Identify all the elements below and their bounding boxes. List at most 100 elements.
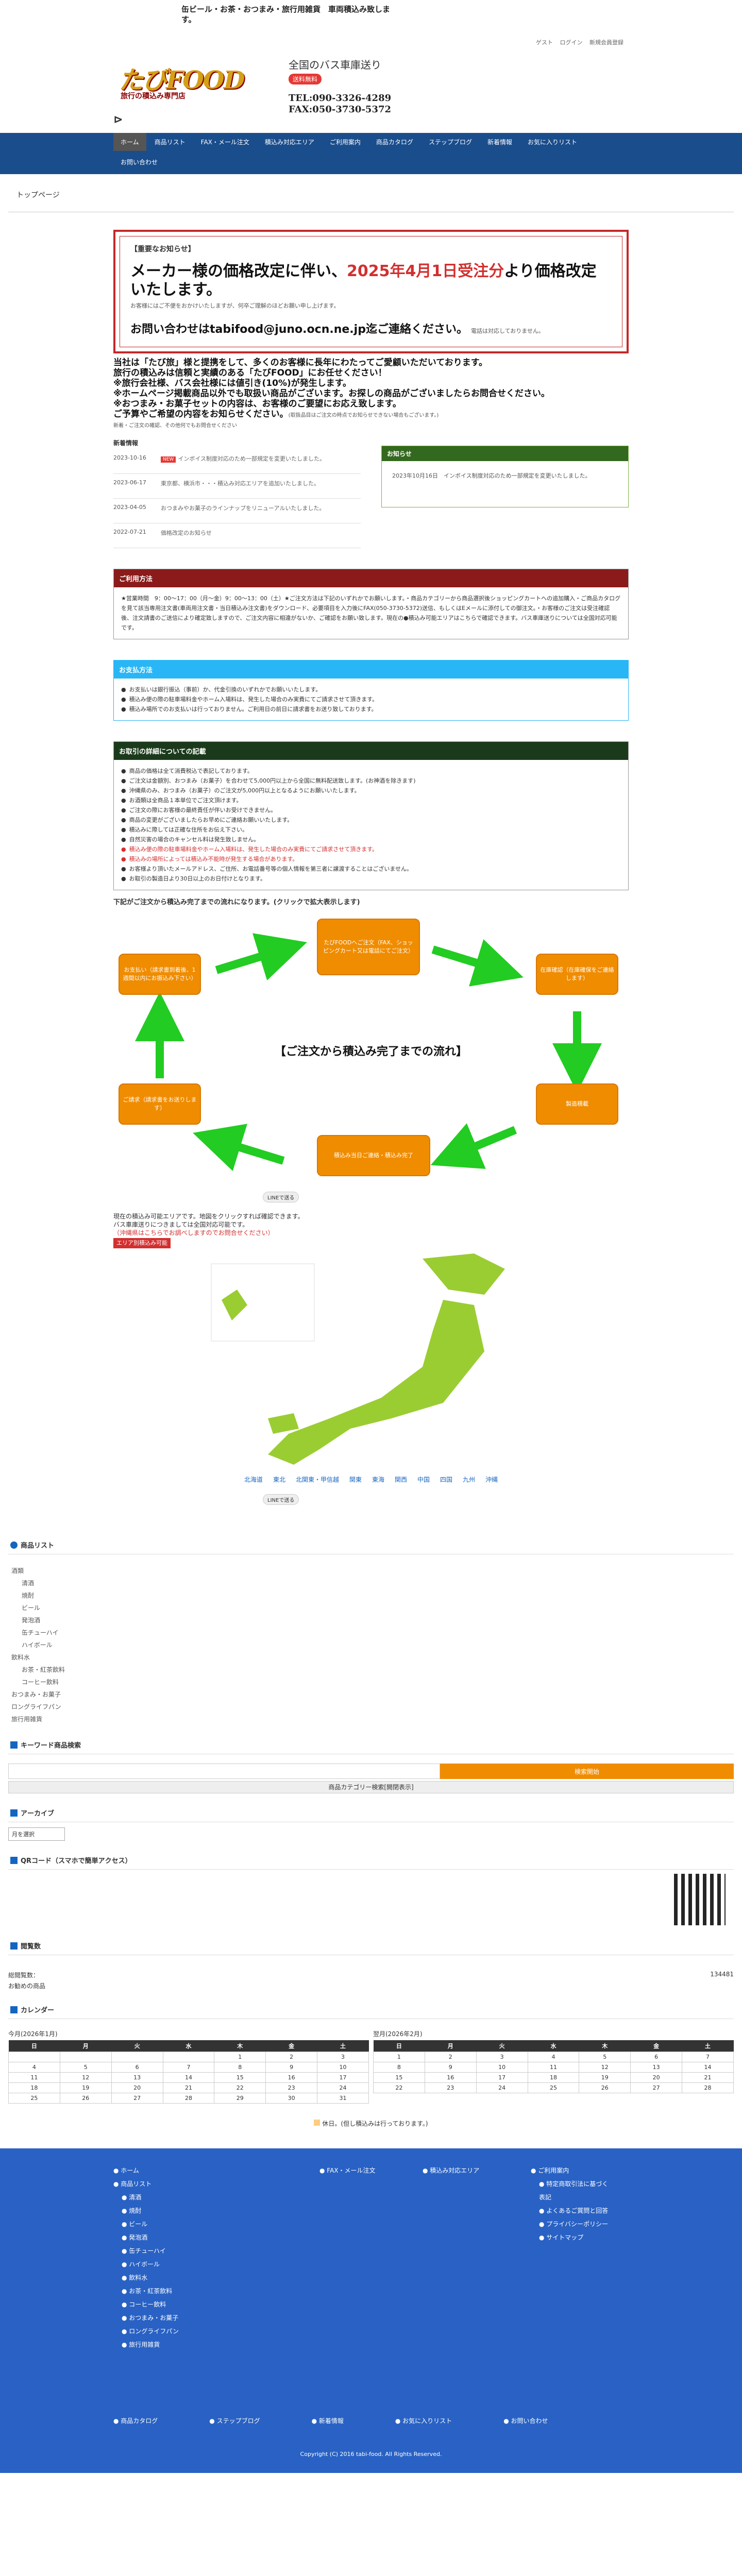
keyword-input[interactable]: [8, 1764, 440, 1779]
region-link[interactable]: 関東: [349, 1476, 362, 1483]
area-badge: エリア別積込み可能: [113, 1238, 171, 1248]
footer-link[interactable]: ● ステップブログ: [209, 2417, 260, 2425]
region-link[interactable]: 中国: [417, 1476, 430, 1483]
region-link[interactable]: 沖縄: [485, 1476, 498, 1483]
login-link[interactable]: ログイン: [560, 39, 583, 46]
cat-item[interactable]: ハイボール: [22, 1641, 53, 1649]
footer-link[interactable]: ● お問い合わせ: [503, 2417, 548, 2425]
region-link[interactable]: 東海: [372, 1476, 384, 1483]
footer-link[interactable]: ● 飲料水: [122, 2274, 148, 2281]
footer-link[interactable]: ● ロングライフパン: [122, 2328, 179, 2335]
nav-news[interactable]: 新着情報: [487, 139, 512, 146]
cat-item[interactable]: ビール: [22, 1604, 41, 1612]
footer-link[interactable]: ● お茶・紅茶飲料: [122, 2287, 173, 2295]
region-link[interactable]: 四国: [440, 1476, 453, 1483]
nav-products[interactable]: 商品リスト: [154, 139, 185, 146]
free-shipping-badge: 送料無料: [289, 74, 322, 84]
cat-item[interactable]: お茶・紅茶飲料: [22, 1666, 65, 1673]
notice-small: お客様にはご不便をおかけいたしますが、何卒ご理解のほどお願い申し上げます。: [130, 302, 340, 309]
globe-icon: [10, 1541, 18, 1549]
footer-link[interactable]: ● よくあるご質問と回答: [539, 2207, 609, 2214]
footer-link[interactable]: ● FAX・メール注文: [319, 2167, 376, 2174]
cat-item[interactable]: 発泡酒: [22, 1617, 41, 1624]
cat-item[interactable]: 旅行用雑貨: [11, 1716, 43, 1723]
notice-box: お知らせ 2023年10月16日インボイス制度対応のため一部規定を変更いたしまし…: [381, 446, 629, 507]
footer-link[interactable]: ● おつまみ・お菓子: [122, 2314, 179, 2321]
footer-link[interactable]: ● 特定商取引法に基づく表記: [539, 2180, 609, 2201]
japan-map[interactable]: [113, 1248, 629, 1475]
region-link[interactable]: 九州: [463, 1476, 476, 1483]
archive-select[interactable]: 月を選択: [8, 1827, 65, 1841]
cat-item[interactable]: 酒類: [11, 1567, 24, 1574]
search-button[interactable]: 検索開始: [440, 1764, 734, 1779]
region-link[interactable]: 関西: [395, 1476, 408, 1483]
region-link[interactable]: 北海道: [244, 1476, 263, 1483]
global-nav: ホーム 商品リスト FAX・メール注文 積込み対応エリア ご利用案内 商品カタロ…: [0, 133, 742, 174]
footer-link[interactable]: ● お気に入りリスト: [395, 2417, 452, 2425]
footer-link[interactable]: ● ビール: [122, 2221, 148, 2228]
sidebar: 商品リスト 酒類 清酒 焼酎 ビール 発泡酒 缶チューハイ ハイボール 飲料水 …: [0, 1536, 742, 2128]
nav-guide[interactable]: ご利用案内: [329, 139, 361, 146]
line-share-button[interactable]: LINEで送る: [263, 1192, 299, 1202]
notice-headline: メーカー様の価格改定に伴い、2025年4月1日受注分より価格改定いたします。: [130, 262, 597, 299]
region-link[interactable]: 東北: [273, 1476, 285, 1483]
order-flow-diagram[interactable]: たびFOODへご注文（FAX、ショッピングカート又は電話にてご注文） 在庫確認（…: [113, 908, 629, 1207]
detail-item: ご注文は金額別、おつまみ（お菓子）を合わせて5,000円以上から全国に無料配送致…: [121, 776, 621, 786]
recommend-label[interactable]: お勧めの商品: [8, 1982, 46, 1990]
footer-link[interactable]: ● 発泡酒: [122, 2234, 148, 2241]
footer-link[interactable]: ● 商品カタログ: [113, 2417, 158, 2425]
cat-item[interactable]: ロングライフパン: [11, 1703, 61, 1710]
category-search-toggle[interactable]: 商品カテゴリー検索[開閉表示]: [8, 1781, 734, 1793]
footer-link[interactable]: ● 商品リスト: [113, 2180, 152, 2188]
notice-link[interactable]: インボイス制度対応のため一部規定を変更いたしました。: [444, 472, 591, 479]
fax-number: FAX:050-3730-5372: [289, 104, 392, 115]
footer-link[interactable]: ● 缶チューハイ: [122, 2247, 166, 2255]
important-notice: 【重要なお知らせ】 メーカー様の価格改定に伴い、2025年4月1日受注分より価格…: [113, 230, 629, 353]
cat-item[interactable]: 清酒: [22, 1580, 35, 1587]
nav-home[interactable]: ホーム: [113, 133, 146, 151]
footer-link[interactable]: ● 積込み対応エリア: [423, 2167, 480, 2174]
cat-item[interactable]: おつまみ・お菓子: [11, 1691, 61, 1698]
region-links: 北海道 東北 北関東・甲信越 関東 東海 関西 中国 四国 九州 沖縄: [113, 1475, 629, 1484]
footer-link[interactable]: ● コーヒー飲料: [122, 2301, 166, 2308]
detail-item: お客様より頂いたメールアドレス、ご住所、お電話番号等の個人情報を第三者に譲渡する…: [121, 864, 621, 874]
footer-link[interactable]: ● ハイボール: [122, 2261, 160, 2268]
archive-icon: [10, 1809, 18, 1817]
pdf-icon[interactable]: ⊳: [113, 113, 123, 126]
footer-link[interactable]: ● ご利用案内: [531, 2167, 569, 2174]
nav-favorites[interactable]: お気に入りリスト: [527, 139, 577, 146]
cat-item[interactable]: 缶チューハイ: [22, 1629, 59, 1636]
footer: ● ホーム ● 商品リスト ● 清酒 ● 焼酎 ● ビール ● 発泡酒 ● 缶チューハイ ● …: [0, 2148, 742, 2473]
copyright: Copyright (C) 2016 tabi-food. All Rights…: [300, 2451, 442, 2458]
footer-link[interactable]: ● サイトマップ: [539, 2234, 584, 2241]
nav-blog[interactable]: ステップブログ: [428, 139, 472, 146]
region-link[interactable]: 北関東・甲信越: [295, 1476, 339, 1483]
nav-fax-order[interactable]: FAX・メール注文: [200, 139, 249, 146]
footer-link[interactable]: ● 新着情報: [311, 2417, 344, 2425]
footer-link[interactable]: ● ホーム: [113, 2167, 139, 2174]
footer-link[interactable]: ● 清酒: [122, 2194, 142, 2201]
flow-step-payment: お支払い（請求書到着後、1週間以内にお振込み下さい）: [119, 954, 201, 995]
nav-area[interactable]: 積込み対応エリア: [264, 139, 314, 146]
flow-step-stock: 在庫確認（在庫確保をご連絡します）: [536, 954, 618, 995]
logo-area: たびFOOD 旅行の積込み専門店 全国のバス車庫送り送料無料 TEL:090-3…: [0, 46, 742, 126]
nav-catalog[interactable]: 商品カタログ: [376, 139, 413, 146]
footer-link[interactable]: ● プライバシーポリシー: [539, 2221, 609, 2228]
line-share-button[interactable]: LINEで送る: [263, 1494, 299, 1505]
footer-link[interactable]: ● 旅行用雑貨: [122, 2341, 160, 2348]
footer-link[interactable]: ● 焼酎: [122, 2207, 142, 2214]
cat-item[interactable]: 焼酎: [22, 1592, 35, 1599]
logo-sub: 旅行の積込み専門店: [121, 92, 185, 100]
site-logo[interactable]: たびFOOD 旅行の積込み専門店 全国のバス車庫送り送料無料 TEL:090-3…: [119, 57, 407, 115]
notice-contact: お問い合わせはtabifood@juno.ocn.ne.jp迄ご連絡ください。電…: [130, 323, 544, 336]
cat-item[interactable]: 飲料水: [11, 1654, 30, 1661]
register-link[interactable]: 新規会員登録: [589, 39, 623, 46]
cat-item[interactable]: コーヒー飲料: [22, 1679, 59, 1686]
nav-contact[interactable]: お問い合わせ: [121, 159, 158, 166]
